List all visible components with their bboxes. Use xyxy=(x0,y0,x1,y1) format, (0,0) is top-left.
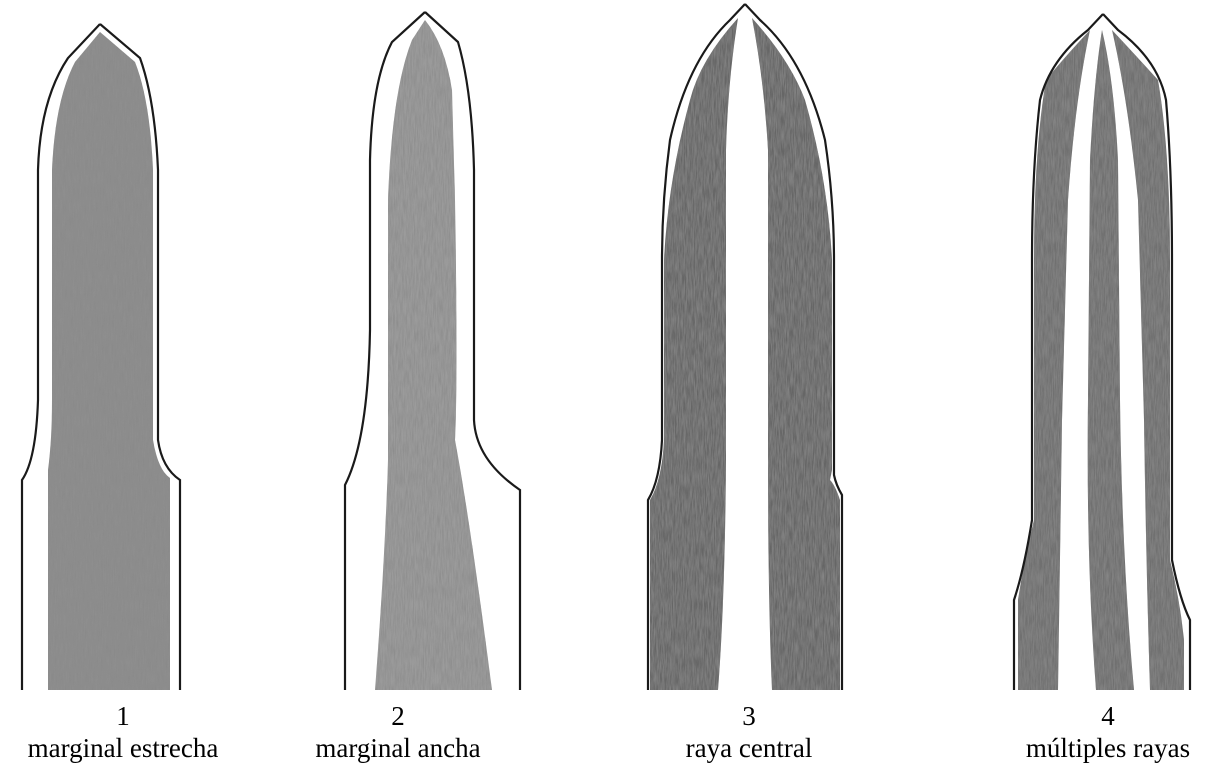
panel-number-2: 2 xyxy=(278,700,518,732)
caption-3: 3 raya central xyxy=(629,700,869,764)
leaf-4-shading-center xyxy=(1088,30,1134,690)
caption-4: 4 múltiples rayas xyxy=(988,700,1209,764)
panel-number-1: 1 xyxy=(3,700,243,732)
leaf-1 xyxy=(22,24,180,690)
leaf-3-shading-left xyxy=(650,18,738,690)
panel-label-3: raya central xyxy=(629,732,869,764)
panel-number-4: 4 xyxy=(988,700,1209,732)
panel-label-4: múltiples rayas xyxy=(988,732,1209,764)
leaf-4-shading-left xyxy=(1018,30,1090,690)
leaf-3-shading-right xyxy=(752,18,840,690)
panel-label-1: marginal estrecha xyxy=(3,732,243,764)
caption-2: 2 marginal ancha xyxy=(278,700,518,764)
leaf-1-shading xyxy=(48,32,170,690)
leaf-3 xyxy=(648,4,842,690)
leaf-4 xyxy=(1014,14,1190,690)
panel-number-3: 3 xyxy=(629,700,869,732)
panel-label-2: marginal ancha xyxy=(278,732,518,764)
leaf-2 xyxy=(345,12,520,690)
leaf-pattern-figure xyxy=(0,0,1209,700)
caption-1: 1 marginal estrecha xyxy=(3,700,243,764)
